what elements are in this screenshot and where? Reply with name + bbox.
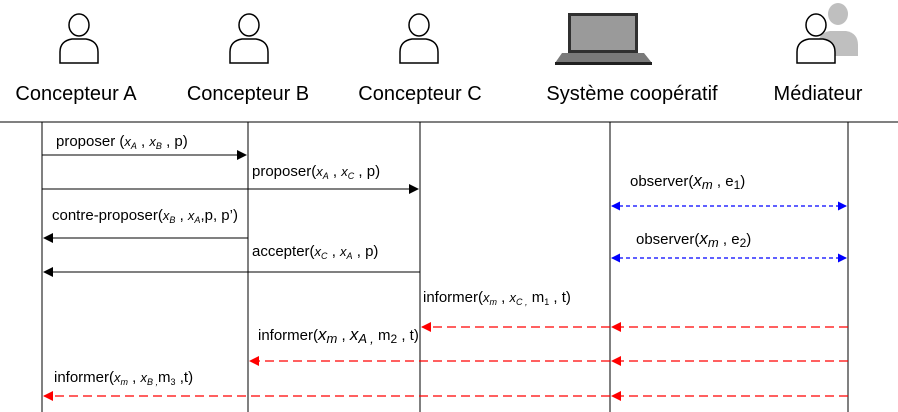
label-contre-proposer: contre-proposer(xB , xA,p, p’) bbox=[52, 207, 238, 225]
mediator-persons-icon bbox=[796, 3, 858, 64]
actor-label-systeme: Système coopératif bbox=[546, 83, 718, 105]
actor-label-concepteur-a: Concepteur A bbox=[15, 83, 137, 105]
person-outline-icon bbox=[229, 13, 269, 64]
label-observer-2: observer(xm , e2) bbox=[636, 229, 751, 250]
actor-label-concepteur-b: Concepteur B bbox=[187, 83, 309, 105]
person-outline-icon bbox=[59, 13, 99, 64]
label-proposer-a-c: proposer(xA , xC , p) bbox=[252, 163, 380, 181]
label-proposer-a-b: proposer (xA , xB , p) bbox=[56, 133, 188, 151]
actor-label-concepteur-c: Concepteur C bbox=[358, 83, 481, 105]
label-informer-b: informer(xm , xA , m2 , t) bbox=[258, 325, 419, 346]
laptop-icon bbox=[555, 13, 652, 65]
label-observer-1: observer(xm , e1) bbox=[630, 171, 745, 192]
label-accepter: accepter(xC , xA , p) bbox=[252, 243, 378, 261]
label-informer-a: informer(xm , xB ,m3 ,t) bbox=[54, 369, 193, 387]
person-outline-icon bbox=[399, 13, 439, 64]
lifelines bbox=[41, 122, 849, 412]
actor-label-mediateur: Médiateur bbox=[774, 83, 863, 105]
label-informer-c: informer(xm , xC , m1 , t) bbox=[423, 289, 571, 307]
